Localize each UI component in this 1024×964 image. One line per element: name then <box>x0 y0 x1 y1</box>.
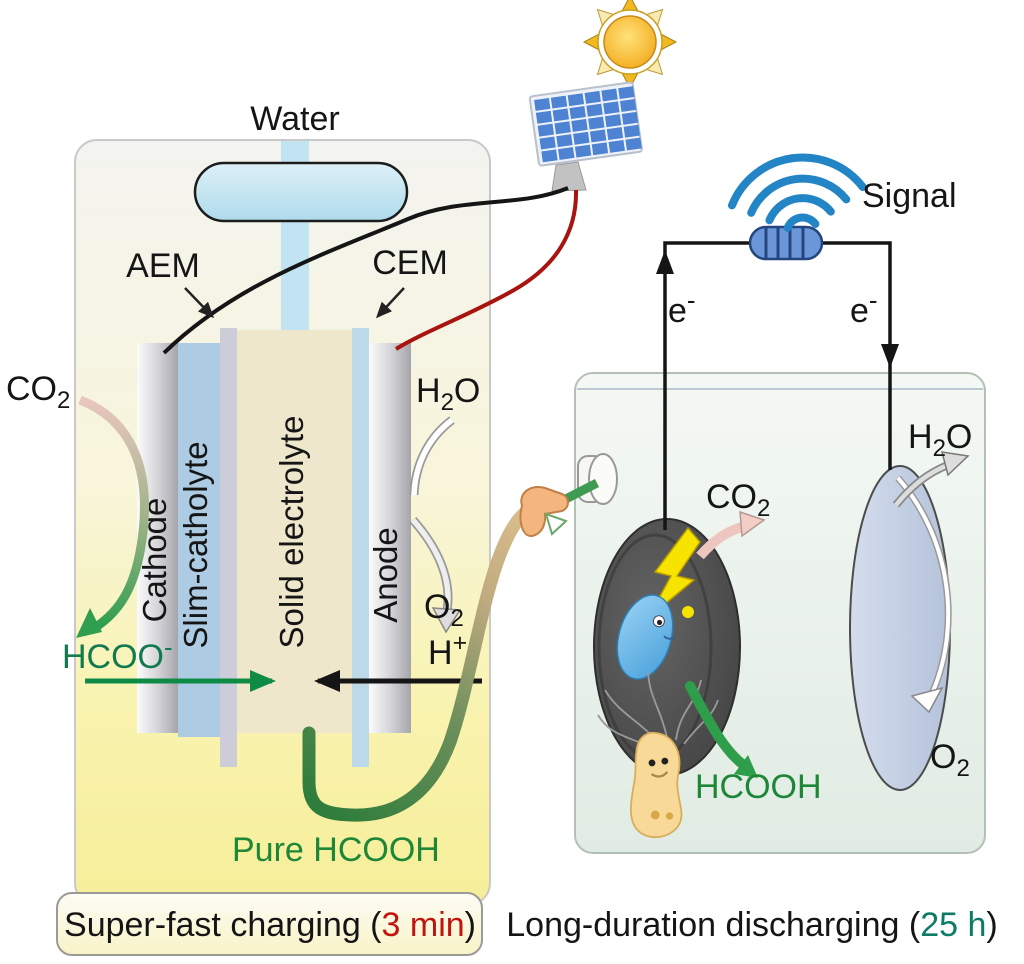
electron-label-left: e- <box>668 285 696 330</box>
hcooh-label: HCOOH <box>695 768 822 806</box>
pure-hcooh-label: Pure HCOOH <box>232 831 440 869</box>
o2-out-arrowhead <box>431 607 462 634</box>
nozzle-guard <box>544 512 568 536</box>
fuel-nozzle-icon <box>519 453 618 537</box>
cem-pointer <box>375 287 405 319</box>
aem-membrane <box>220 328 237 767</box>
sun-icon <box>582 0 678 90</box>
h2o-label-left: H2O <box>416 372 480 416</box>
blue-microbe-icon <box>616 594 676 680</box>
solar-wire-black <box>162 186 569 355</box>
panel-stand <box>551 161 587 192</box>
water-tank-icon <box>193 161 409 223</box>
lightning-icon <box>647 526 701 619</box>
anode-label: Anode <box>367 527 404 622</box>
hcooh-arrowhead <box>734 755 758 778</box>
h2o-in-band <box>411 417 454 496</box>
hcooh-tube <box>302 495 552 822</box>
circuit-wire-right <box>822 241 892 470</box>
circuit-wire-left <box>663 241 750 530</box>
solid-electrolyte-label: Solid electrolyte <box>273 416 310 649</box>
co2-label-left: CO2 <box>6 370 70 414</box>
cem-label: CEM <box>372 244 448 282</box>
slim-catholyte-label: Slim-catholyte <box>177 441 214 648</box>
solar-panel-icon <box>528 81 643 192</box>
o2-in-band <box>896 476 951 699</box>
aem-pointer <box>184 287 215 319</box>
co2-inlet-arrow <box>78 395 149 631</box>
resistor-icon <box>748 225 824 261</box>
charging-caption-box <box>56 892 483 956</box>
o2-label-left: O2 <box>424 588 464 632</box>
electron-label-right: e- <box>850 285 878 330</box>
charging-caption: Super-fast charging (3 min) <box>64 906 476 944</box>
o2-out-band <box>410 518 451 611</box>
h-plus-label: H+ <box>428 629 467 672</box>
h2o-label-right: H2O <box>908 418 972 462</box>
co2-label-right: CO2 <box>706 478 770 522</box>
o2-label-right: O2 <box>930 738 970 782</box>
h2o-out-arrowhead <box>940 451 970 477</box>
slim-catholyte-layer <box>178 343 220 737</box>
hcooh-arrow <box>685 681 750 771</box>
o2-in-arrowhead <box>910 686 944 714</box>
hcoo-label: HCOO- <box>62 632 173 676</box>
solid-electrolyte-layer <box>237 330 353 733</box>
charging-cell: Cathode Slim-catholyte Solid electrolyte… <box>74 139 491 906</box>
signal-label: Signal <box>862 177 957 215</box>
co2-inlet-arrowhead <box>76 608 102 638</box>
electron-up-arrowhead <box>656 250 674 274</box>
wifi-signal-icon <box>727 153 867 232</box>
h2o-out-band <box>894 462 949 507</box>
discharging-cell <box>574 372 986 854</box>
yellow-microbe-icon <box>629 731 683 839</box>
discharge-circuit <box>656 153 899 530</box>
cem-membrane <box>352 328 369 767</box>
electron-down-arrowhead <box>881 344 899 368</box>
anode-bar <box>369 343 411 733</box>
co2-out-arrowhead <box>739 510 766 538</box>
water-label: Water <box>250 100 339 138</box>
aem-label: AEM <box>126 247 200 285</box>
solar-wire-red <box>394 189 579 351</box>
nozzle-handle <box>519 486 569 537</box>
discharging-caption: Long-duration discharging (25 h) <box>506 906 997 944</box>
